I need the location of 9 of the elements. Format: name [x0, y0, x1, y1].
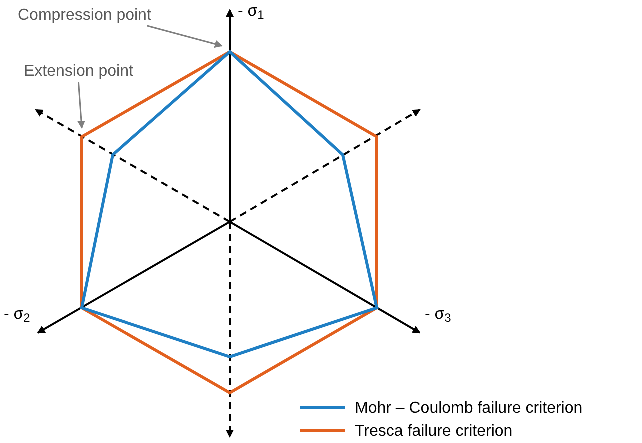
- axis-label: - σ$_{1}$: [238, 2, 264, 24]
- axis-label: - σ$_{2}$: [4, 305, 30, 327]
- legend-text: Mohr – Coulomb failure criterion: [355, 399, 583, 419]
- legend-text: Tresca failure criterion: [355, 422, 513, 442]
- leader-line: [147, 25, 223, 48]
- callout-label: Compression point: [18, 6, 152, 26]
- leader-line: [78, 82, 86, 129]
- callout-label: Extension point: [24, 62, 134, 82]
- axis-label: - σ$_{3}$: [425, 305, 452, 327]
